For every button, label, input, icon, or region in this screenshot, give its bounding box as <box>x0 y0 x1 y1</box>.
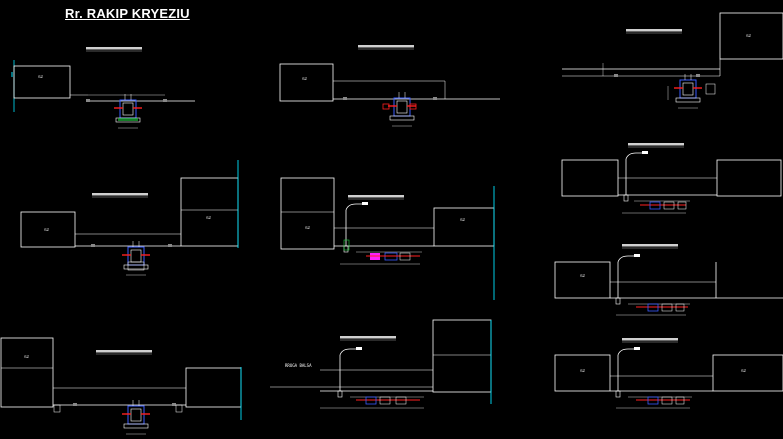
svg-text:SZ: SZ <box>580 368 586 373</box>
section-8: SZ <box>0 337 242 435</box>
svg-text:SZ: SZ <box>580 273 586 278</box>
svg-text:SZ: SZ <box>44 227 50 232</box>
section-4: SZ SZ <box>20 160 239 276</box>
svg-text:SZ: SZ <box>38 74 44 79</box>
road-label: RRUGA BALSA <box>285 363 312 368</box>
svg-text:SZ: SZ <box>206 215 212 220</box>
section-6 <box>561 142 782 214</box>
svg-text:SZ: SZ <box>746 33 752 38</box>
section-9 <box>270 319 492 409</box>
section-1: SZ <box>11 46 195 129</box>
drawing-title: Rr. RAKIP KRYEZIU <box>65 6 190 21</box>
section-10: SZ SZ <box>554 337 783 409</box>
svg-text:SZ: SZ <box>302 76 308 81</box>
svg-text:SZ: SZ <box>305 225 311 230</box>
svg-text:SZ: SZ <box>741 368 747 373</box>
section-5: SZ SZ <box>280 177 495 300</box>
section-2: SZ <box>279 44 500 127</box>
svg-text:SZ: SZ <box>460 217 466 222</box>
svg-text:SZ: SZ <box>24 354 30 359</box>
section-7: SZ <box>554 243 783 316</box>
section-3: SZ <box>562 12 783 109</box>
